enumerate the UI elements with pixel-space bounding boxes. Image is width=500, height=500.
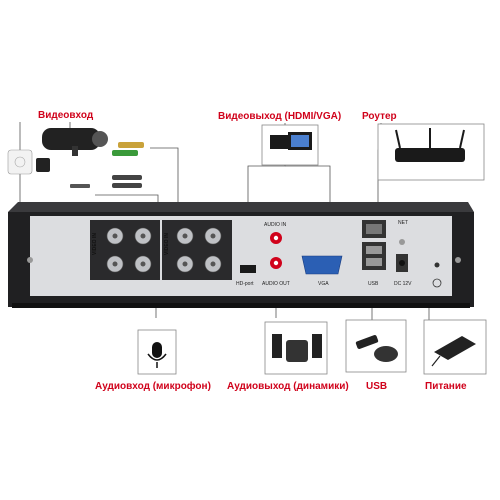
- power-callout: Питание: [425, 381, 467, 392]
- video-in-label: VIDEO IN: [164, 233, 170, 255]
- microphone-icon: [147, 342, 167, 368]
- power-supply-icon: [431, 336, 476, 367]
- audio-in-jack: AUDIO IN: [264, 222, 287, 244]
- video-in-callout: Видеовход: [38, 110, 94, 121]
- usb-callout: USB: [366, 381, 388, 392]
- monitor-icon: [261, 124, 319, 166]
- speakers-box: [264, 321, 328, 375]
- power-supply-box: [423, 319, 487, 375]
- camera-icon: [42, 128, 108, 156]
- ground-terminal: [432, 262, 442, 288]
- video-out-callout: Видеовыход (HDMI/VGA): [218, 111, 342, 122]
- video-in-label: VIDEO IN: [92, 233, 98, 255]
- usb-mouse-icon: [355, 335, 398, 362]
- vga-label: VGA: [318, 281, 329, 287]
- speakers-icon: [272, 334, 322, 362]
- screw-icon: [27, 257, 33, 263]
- net-label: NET: [398, 220, 408, 226]
- hdmi-port: HD-port: [236, 265, 256, 287]
- video-in-block-2: VIDEO IN: [162, 220, 232, 280]
- microphone-box: [137, 329, 177, 375]
- audio-in-label: AUDIO IN: [264, 222, 287, 228]
- audio-out-callout: Аудиовыход (динамики): [227, 381, 349, 392]
- video-in-block-1: VIDEO IN: [90, 220, 160, 280]
- network-port: [362, 220, 386, 238]
- audio-out-jack: AUDIO OUT: [262, 257, 290, 287]
- power-outlet-icon: [7, 149, 33, 175]
- screw-icon: [455, 257, 461, 263]
- audio-in-callout: Аудиовход (микрофон): [95, 381, 211, 392]
- router-callout: Роутер: [362, 111, 397, 122]
- power-adapter-icon: [36, 158, 50, 172]
- cable-plugs-icon: [70, 142, 144, 188]
- dc-label: DC 12V: [394, 281, 412, 287]
- usb-mouse-box: [345, 319, 407, 373]
- audio-out-label: AUDIO OUT: [262, 281, 290, 287]
- usb-ports: USB: [362, 242, 386, 287]
- dc-power-jack: NET DC 12V: [394, 220, 412, 287]
- hd-port-label: HD-port: [236, 281, 254, 287]
- usb-label: USB: [368, 281, 379, 287]
- vga-port: VGA: [301, 255, 343, 287]
- bnc-connectors: [106, 227, 222, 273]
- router-icon: [377, 123, 485, 181]
